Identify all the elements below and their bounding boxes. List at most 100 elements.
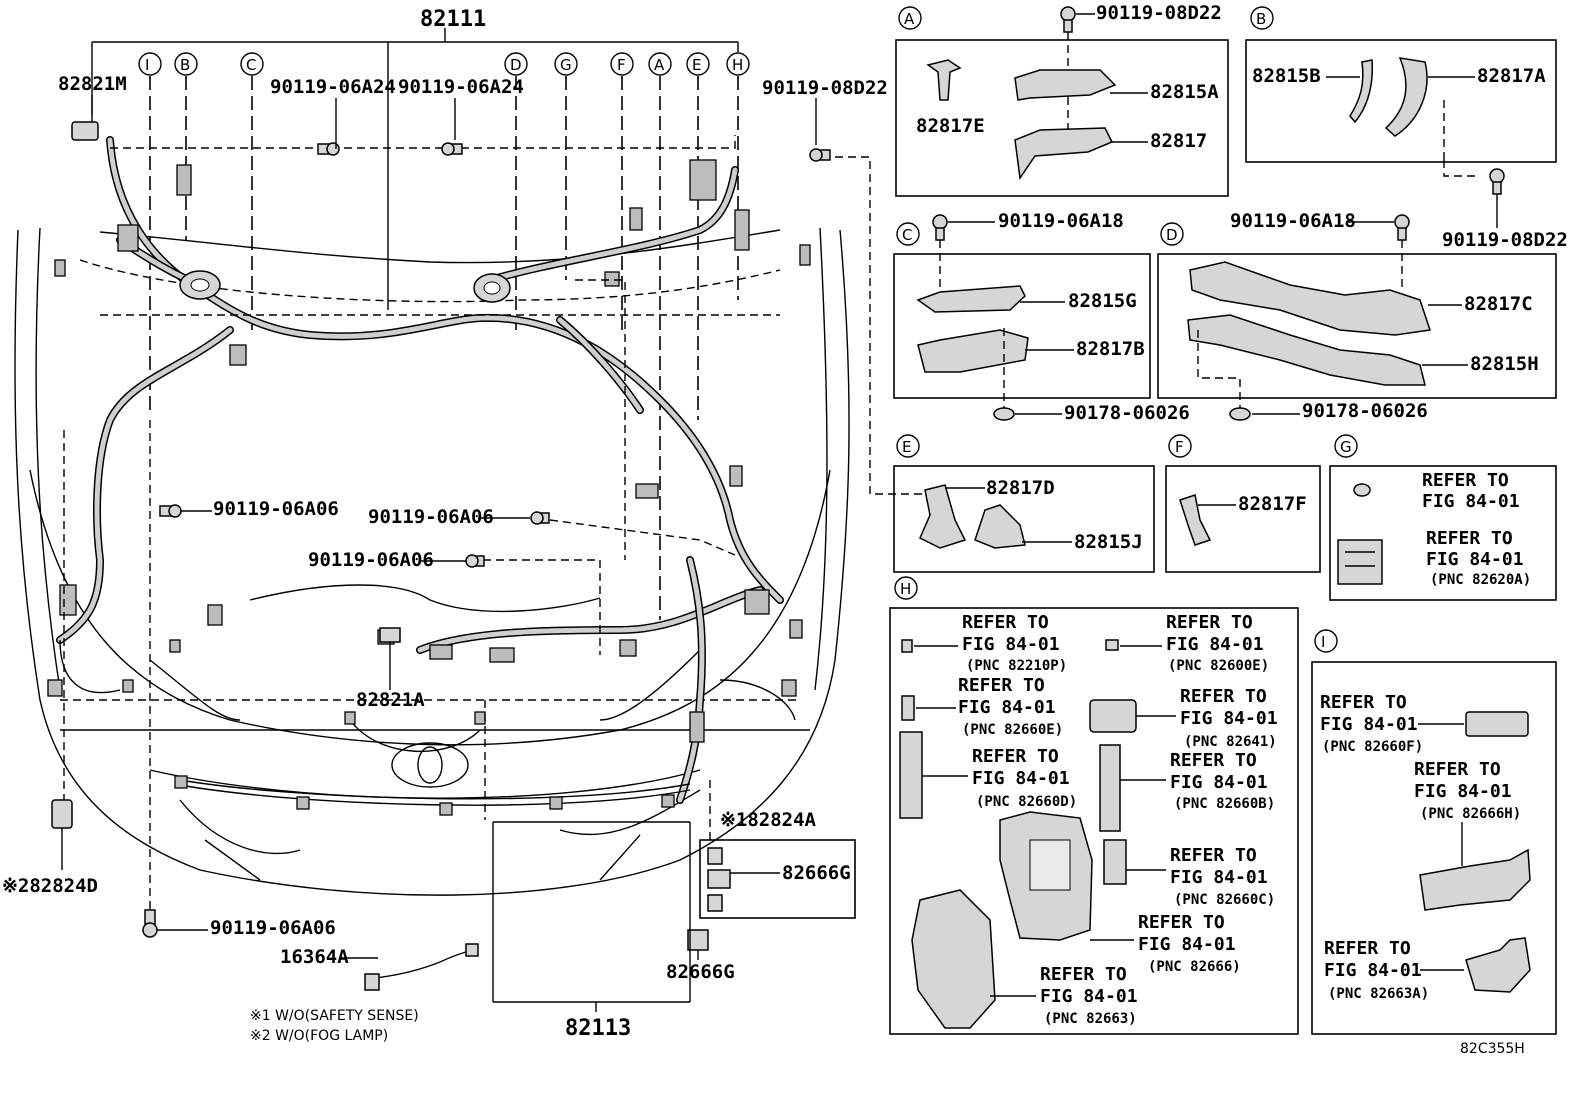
label-82666G-a: 82666G xyxy=(782,862,851,884)
label-bolt-a06-4: 90119-06A06 xyxy=(210,917,336,939)
inset-d-82815H: 82815H xyxy=(1470,353,1539,375)
bolt-icon xyxy=(1394,214,1410,241)
inset-h-fig-4: FIG 84-01 xyxy=(1180,708,1278,729)
bolt-icon xyxy=(809,148,831,162)
part-82821A xyxy=(379,627,401,690)
inset-i-letter: I xyxy=(1321,633,1325,651)
grommets xyxy=(179,270,511,303)
label-bolt-d22-main: 90119-08D22 xyxy=(762,77,888,99)
inset-h-fig-7: FIG 84-01 xyxy=(1170,867,1268,888)
bolt-icon xyxy=(441,142,463,156)
inset-b: B 82815B 82817A 90119-08D22 xyxy=(1245,6,1568,251)
main-bolts xyxy=(142,142,831,938)
inset-h-fig-6: FIG 84-01 xyxy=(1170,772,1268,793)
inset-h-refer-5: REFER TO xyxy=(972,746,1059,767)
callout-g: G xyxy=(560,56,572,74)
part-82821M xyxy=(71,95,99,141)
harness-82113-bracket xyxy=(492,821,691,1012)
inset-h-fig-8: FIG 84-01 xyxy=(1138,934,1236,955)
inset-c-nut: 90178-06026 xyxy=(1064,402,1190,424)
harness-82111-label: 82111 xyxy=(420,7,486,32)
inset-e-82815J: 82815J xyxy=(1074,531,1143,553)
inset-h-refer-2: REFER TO xyxy=(1166,612,1253,633)
figure-code: 82C355H xyxy=(1460,1041,1525,1057)
inset-h-refer-1: REFER TO xyxy=(962,612,1049,633)
inset-a-82817E: 82817E xyxy=(916,115,985,137)
callout-b: B xyxy=(180,56,190,74)
bolt-icon xyxy=(142,909,158,938)
inset-b-bolt: 90119-08D22 xyxy=(1442,229,1568,251)
part-82824A-box xyxy=(699,839,856,919)
inset-i-pnc-3: (PNC 82663A) xyxy=(1328,986,1429,1002)
inset-h-fig-1: FIG 84-01 xyxy=(962,634,1060,655)
inset-f-82817F: 82817F xyxy=(1238,493,1307,515)
note-fog-lamp: ※2 W/O(FOG LAMP) xyxy=(250,1028,388,1044)
harness-82113-label: 82113 xyxy=(565,1016,631,1041)
inset-e-82817D: 82817D xyxy=(986,477,1055,499)
inset-h-refer-7: REFER TO xyxy=(1170,845,1257,866)
inset-h-refer-8: REFER TO xyxy=(1138,912,1225,933)
inset-a-82817: 82817 xyxy=(1150,130,1207,152)
inset-h-fig-9: FIG 84-01 xyxy=(1040,986,1138,1007)
inset-h-pnc-7: (PNC 82660C) xyxy=(1174,892,1275,908)
inset-d: D 90119-06A18 82817C 82815H 90178-06026 xyxy=(1157,210,1557,422)
bolt-icon xyxy=(1060,6,1076,33)
inset-h-fig-5: FIG 84-01 xyxy=(972,768,1070,789)
inset-i-refer-2: REFER TO xyxy=(1414,759,1501,780)
callout-f: F xyxy=(617,56,626,74)
inset-a-bolt: 90119-08D22 xyxy=(1096,2,1222,24)
bumper-harness xyxy=(59,639,796,806)
inset-i-refer-3: REFER TO xyxy=(1324,938,1411,959)
inset-i-pnc-1: (PNC 82660F) xyxy=(1322,739,1423,755)
callout-c: C xyxy=(246,56,256,74)
bolt-icon xyxy=(932,214,948,241)
inset-h-fig-2: FIG 84-01 xyxy=(1166,634,1264,655)
inset-a: A 90119-08D22 82817E 82815A 82817 xyxy=(895,2,1229,197)
inset-g-fig-1: FIG 84-01 xyxy=(1422,491,1520,512)
nut-icon xyxy=(993,407,1015,421)
note-safety-sense: ※1 W/O(SAFETY SENSE) xyxy=(250,1008,419,1024)
inset-e: E 82817D 82815J xyxy=(893,434,1155,573)
inset-h: H REFER TO FIG 84-01 (PNC 82210P) REFER … xyxy=(889,576,1299,1035)
part-82666G xyxy=(687,929,709,960)
inset-c-82815G: 82815G xyxy=(1068,290,1137,312)
callout-a: A xyxy=(654,56,665,74)
inset-e-letter: E xyxy=(902,438,911,456)
inset-g-refer-1: REFER TO xyxy=(1422,470,1509,491)
inset-h-pnc-5: (PNC 82660D) xyxy=(976,794,1077,810)
bolt-icon xyxy=(465,554,485,568)
inset-i: I REFER TO FIG 84-01 (PNC 82660F) REFER … xyxy=(1311,629,1557,1035)
bolt-icon xyxy=(159,504,182,518)
label-bolt-a24-1: 90119-06A24 xyxy=(270,76,396,98)
inset-h-pnc-6: (PNC 82660B) xyxy=(1174,796,1275,812)
inset-i-fig-1: FIG 84-01 xyxy=(1320,714,1418,735)
callout-i: I xyxy=(145,56,149,74)
label-bolt-a06-1: 90119-06A06 xyxy=(213,498,339,520)
inset-h-refer-9: REFER TO xyxy=(1040,964,1127,985)
label-82824A: ※182824A xyxy=(720,809,817,831)
label-16364A: 16364A xyxy=(280,946,349,968)
inset-g-fig-2: FIG 84-01 xyxy=(1426,549,1524,570)
label-82821M: 82821M xyxy=(58,73,127,95)
inset-h-pnc-4: (PNC 82641) xyxy=(1184,734,1277,750)
label-bolt-a06-3: 90119-06A06 xyxy=(308,549,434,571)
inset-i-fig-2: FIG 84-01 xyxy=(1414,781,1512,802)
inset-c-bolt: 90119-06A18 xyxy=(998,210,1124,232)
inset-h-pnc-8: (PNC 82666) xyxy=(1148,959,1241,975)
callout-e: E xyxy=(692,56,701,74)
inset-h-refer-6: REFER TO xyxy=(1170,750,1257,771)
inset-i-fig-3: FIG 84-01 xyxy=(1324,960,1422,981)
inset-g-pnc: (PNC 82620A) xyxy=(1430,572,1531,588)
inset-a-letter: A xyxy=(904,10,915,28)
inset-b-82817A: 82817A xyxy=(1477,65,1546,87)
inset-g-letter: G xyxy=(1340,438,1352,456)
inset-i-refer-1: REFER TO xyxy=(1320,692,1407,713)
inset-c: C 90119-06A18 82815G 82817B 90178-06026 xyxy=(893,210,1190,424)
label-bolt-a06-2: 90119-06A06 xyxy=(368,506,494,528)
inset-d-nut: 90178-06026 xyxy=(1302,400,1428,422)
label-82821A: 82821A xyxy=(356,689,425,711)
inset-g-refer-2: REFER TO xyxy=(1426,528,1513,549)
inset-c-letter: C xyxy=(902,226,912,244)
part-82824D xyxy=(51,799,73,870)
